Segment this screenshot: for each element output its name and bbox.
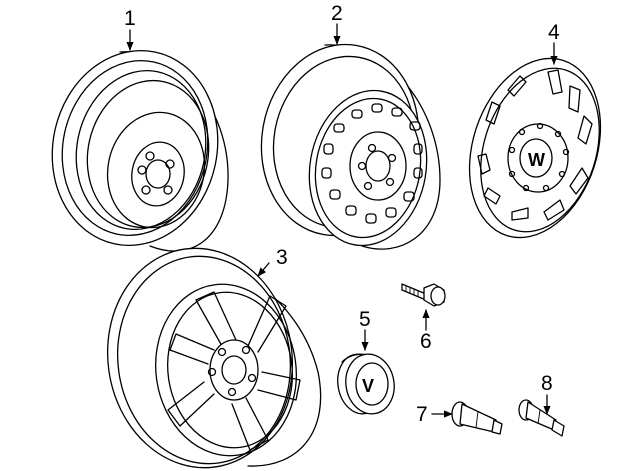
steel-wheel-plain[interactable] (34, 35, 235, 261)
callout-4: 4 (548, 21, 560, 44)
wheel-cover[interactable]: W (448, 41, 623, 254)
callout-3: 3 (276, 246, 288, 269)
steel-wheel-slotted[interactable] (247, 32, 441, 255)
alloy-wheel[interactable] (94, 236, 322, 471)
valve-stem-long[interactable] (451, 401, 503, 435)
callout-2: 2 (331, 2, 343, 25)
center-cap[interactable]: V (333, 350, 399, 417)
callout-1: 1 (124, 7, 136, 30)
svg-text:W: W (528, 150, 545, 170)
callout-5: 5 (359, 308, 371, 331)
callout-7: 7 (416, 403, 428, 426)
svg-text:V: V (362, 376, 374, 396)
callout-8: 8 (541, 372, 553, 395)
valve-stem-short[interactable] (518, 399, 565, 437)
wheel-bolt[interactable] (401, 283, 446, 307)
leader-3 (257, 262, 270, 277)
callout-6: 6 (420, 330, 432, 353)
